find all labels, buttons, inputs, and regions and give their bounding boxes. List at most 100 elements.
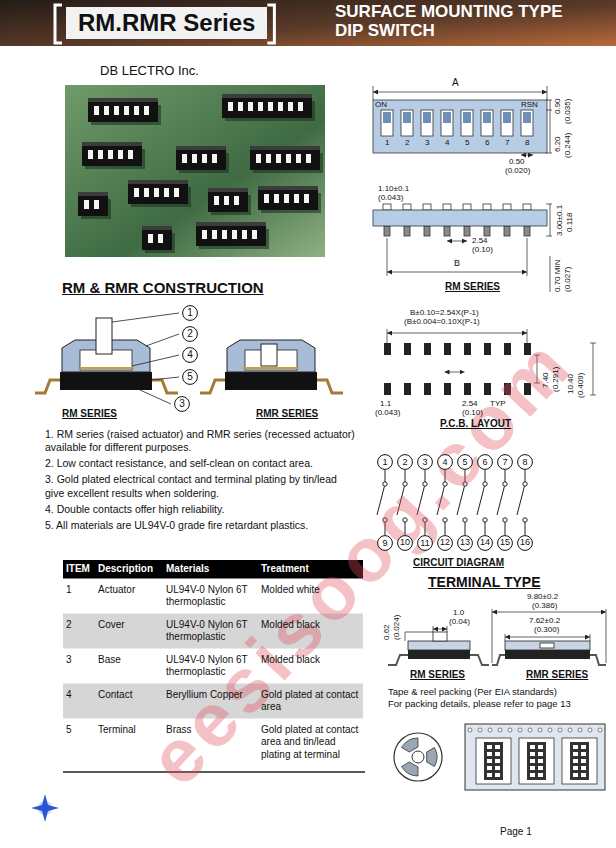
- table-cell: Brass: [166, 724, 255, 737]
- table-header: Materials: [166, 563, 255, 576]
- dimension-text: (0.291): [551, 367, 560, 392]
- reel-window: [427, 748, 437, 767]
- node-text: 9: [382, 539, 387, 548]
- switch-wire: [517, 470, 525, 535]
- switch-actuator: [538, 766, 543, 770]
- dimension-line: [521, 155, 533, 156]
- switch-actuator: [573, 759, 578, 763]
- switch-top-view: [373, 100, 547, 153]
- switch-contact: [483, 518, 487, 522]
- switch-body: [196, 226, 266, 246]
- sprocket-hole: [468, 728, 472, 732]
- extension-line: [373, 86, 374, 100]
- callout-number: 5: [182, 369, 198, 385]
- node-text: 2: [402, 458, 407, 467]
- node-text: 12: [440, 538, 450, 547]
- table-cell: 1: [66, 584, 92, 597]
- terminal-number: 3: [417, 454, 433, 470]
- switch-actuator: [234, 196, 239, 205]
- switch-actuator: [581, 752, 586, 756]
- circle-shape: [518, 455, 533, 470]
- switch-actuator: [276, 154, 281, 163]
- table-cell: Base: [98, 654, 160, 667]
- figure-label: RM SERIES: [445, 281, 500, 293]
- circle-shape: [438, 536, 453, 551]
- dimension-text: 1.0: [453, 608, 464, 617]
- switch-cover: [227, 340, 315, 372]
- table-cell: Molded black: [261, 619, 360, 632]
- node-text: 2: [187, 329, 193, 339]
- circle-shape: [183, 306, 198, 321]
- sprocket-hole: [548, 728, 552, 732]
- terminal-number: 2: [397, 454, 413, 470]
- switch-actuator: [114, 106, 119, 115]
- terminal-lead: [470, 655, 489, 665]
- dimension-line: [492, 612, 606, 613]
- switch-actuator: [222, 230, 227, 239]
- dimension-letter: A: [452, 77, 459, 89]
- terminal-pin: [524, 226, 530, 236]
- switch-number: 6: [485, 138, 489, 147]
- switch-actuator: [242, 230, 247, 239]
- table-cell: UL94V-0 Nylon 6T thermoplastic: [166, 584, 255, 609]
- header-band: [0, 0, 616, 46]
- dimension-text: 7.62±0.2: [529, 616, 560, 625]
- switch-actuator: [238, 102, 243, 111]
- switch-actuator: [202, 154, 207, 163]
- actuator-bump: [403, 204, 411, 210]
- circle-shape: [183, 370, 198, 385]
- switch-actuator: [487, 759, 492, 763]
- sprocket-hole: [558, 728, 562, 732]
- terminal-number: 16: [517, 535, 533, 551]
- switch-body: [88, 102, 158, 122]
- switch-actuator: [573, 766, 578, 770]
- node-text: 5: [187, 372, 193, 382]
- terminal-pin: [404, 226, 410, 236]
- switch-body: [78, 196, 108, 216]
- dimension-text: 10.40: [566, 374, 575, 394]
- switch-actuator: [202, 230, 207, 239]
- node-text: 11: [420, 539, 429, 548]
- slide-actuator: [463, 112, 471, 123]
- packing-note: For packing details, please refer to pag…: [388, 699, 571, 710]
- switch-actuator: [264, 194, 269, 203]
- extension-line: [590, 343, 596, 344]
- extension-line: [405, 632, 406, 641]
- switch-contact: [523, 482, 527, 486]
- node-text: 14: [480, 538, 490, 547]
- switch-actuator: [495, 752, 500, 756]
- switch-actuator: [124, 106, 129, 115]
- switch-actuator: [164, 188, 169, 197]
- node-text: 1: [382, 458, 387, 467]
- node-text: 1: [187, 308, 193, 318]
- slide-actuator: [423, 112, 431, 123]
- table-cell: 5: [66, 724, 92, 737]
- table-cell: Actuator: [98, 584, 160, 597]
- page-number: Page 1: [500, 826, 532, 838]
- tape-pocket: [476, 738, 511, 784]
- switch-actuator: [581, 745, 586, 749]
- switch-body: [208, 192, 248, 212]
- terminal-lead: [200, 380, 227, 393]
- switch-actuator: [538, 745, 543, 749]
- switch-actuator: [108, 150, 113, 159]
- switch-slot: [421, 110, 433, 136]
- table-cell: UL94V-0 Nylon 6T thermoplastic: [166, 619, 255, 644]
- sprocket-hole: [508, 728, 512, 732]
- solder-pad: [424, 343, 431, 355]
- feature-note: 2. Low contact resistance, and self-clea…: [45, 457, 357, 470]
- switch-actuator: [252, 230, 257, 239]
- circle-shape: [438, 455, 453, 470]
- extension-line: [547, 86, 548, 100]
- terminal-number: 14: [477, 535, 493, 551]
- actuator-bump: [523, 204, 531, 210]
- switch-wire: [497, 470, 505, 535]
- bracket: [267, 5, 274, 43]
- leader-line: [146, 334, 179, 346]
- circle-shape: [498, 455, 513, 470]
- switch-actuator: [214, 196, 219, 205]
- slide-actuator: [483, 112, 491, 123]
- dimension-text: (0.300): [534, 625, 559, 634]
- circle-shape: [378, 455, 393, 470]
- packed-switch: [570, 742, 589, 780]
